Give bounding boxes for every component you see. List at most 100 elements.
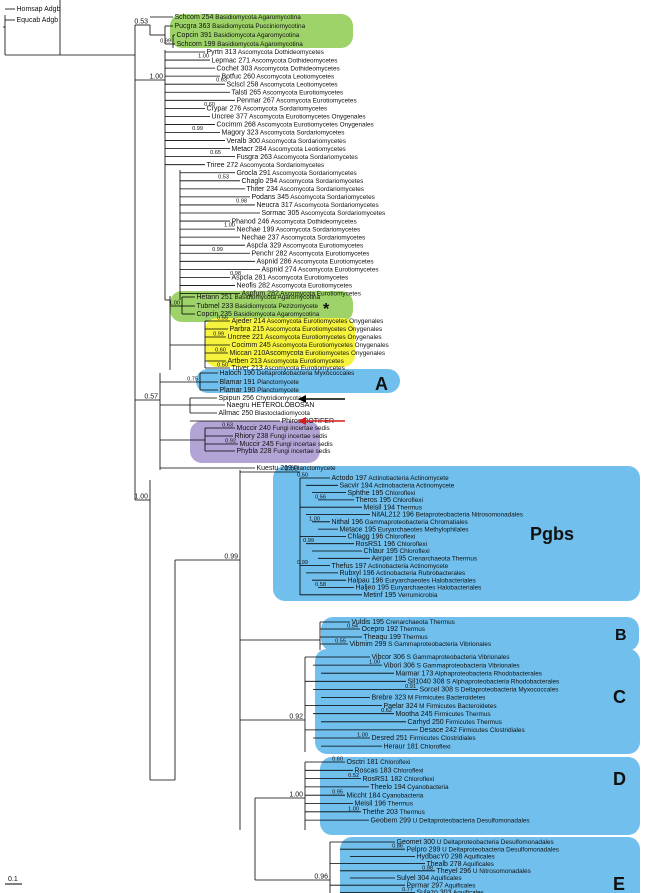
clade-box-basidiomycota-2 <box>170 291 353 322</box>
leaf-label: Pyrtri 313 Ascomycota Dothideomycetes <box>207 49 324 56</box>
leaf-label: Artben 213 Ascomycota Eurotiomycetes <box>228 358 344 365</box>
leaf-label: Spipun 256 Chytridiomycota <box>219 395 302 402</box>
leaf-label: Theros 195 Chloroflexi <box>356 497 423 504</box>
leaf-label: Aspnid 274 Ascomycota Eurotiomycetes <box>262 267 379 274</box>
leaf-label: Aspcla 281 Ascomycota Eurotiomycetes <box>232 275 349 282</box>
support-value: 0.60 <box>215 348 226 354</box>
clade-box-basidiomycota-1 <box>170 14 353 48</box>
leaf-label: Muccir 245 Fungi incertae sedis <box>240 441 333 448</box>
leaf-label: Heraur 181 Chloroflexi <box>384 743 451 750</box>
leaf-label: Sulyel 304 Aquificales <box>397 875 462 882</box>
clade-label-Pgbs: Pgbs <box>530 524 574 544</box>
clade-label-A: A <box>375 374 388 394</box>
leaf-label: Roscas 183 Chloroflexi <box>355 768 424 775</box>
support-value: 1.00 <box>149 74 163 81</box>
leaf-label: Nechae 199 Ascomycota Sordariomycetes <box>237 226 361 233</box>
leaf-label: Sulazo 303 Aquificales <box>417 890 484 893</box>
leaf-label: Schcom 254 Basidiomycota Agaromycotina <box>175 14 302 21</box>
leaf-label: Theyel 296 U Nitrosomonadales <box>437 868 531 875</box>
clade-box-fungi-incertae <box>190 421 320 463</box>
support-value: 1.00 <box>357 733 368 739</box>
leaf-label: Uncree 221 Ascomycota Eurotiomycetes Ony… <box>228 334 382 341</box>
leaf-label: Crypar 276 Ascomycota Sordariomycetes <box>207 106 328 113</box>
leaf-label: Sphthe 195 Chloroflexi <box>348 490 416 497</box>
leaf-label: Cochet 303 Ascomycota Dothideomycetes <box>217 65 340 72</box>
clade-label-D: D <box>613 769 626 789</box>
support-value: 0.62 <box>381 708 392 714</box>
leaf-label: Desred 251 Firmicutes Clostridiales <box>372 735 476 742</box>
support-value: 0.58 <box>315 582 326 588</box>
support-value: 0.52 <box>348 773 359 779</box>
support-value: 0.56 <box>315 494 326 500</box>
clade-box-onygenales <box>205 318 355 367</box>
leaf-label: Vibcor 306 S Gammaproteobacteria Vibrion… <box>372 654 510 661</box>
leaf-label: Actodo 197 Actinobacteria Actinomycete <box>332 475 450 482</box>
clade-box-Pgbs <box>273 466 640 601</box>
leaf-label: Naegru HETEROLOBOSAN <box>227 402 315 409</box>
leaf-label: Equcab Adgb <box>17 17 59 24</box>
leaf-label: Homsap Adgb <box>17 6 61 13</box>
leaf-label: Rubxyl 196 Actinobacteria Rubrobacterale… <box>340 570 466 577</box>
support-value: 0.65 <box>210 150 221 156</box>
support-value: 0.57 <box>144 394 158 401</box>
support-value: 0.99 <box>212 247 223 253</box>
leaf-label: Ajeder 214 Ascomycota Eurotiomycetes Ony… <box>232 318 384 325</box>
leaf-label: Triree 272 Ascomycota Sordariomycetes <box>207 162 325 169</box>
leaf-label: Hetann 251 Basidiomycota Agaromycotina <box>197 294 321 301</box>
leaf-label: Pelpro 299 U Deltaproteobacteria Desulfo… <box>407 846 560 853</box>
leaf-label: Copcin 391 Basidiomycota Agaromycotina <box>177 32 300 39</box>
arrow-icon-red <box>298 417 345 425</box>
leaf-label: Aerper 195 Crenarchaeota Thermus <box>372 556 478 563</box>
leaf-label: Nithal 196 Gammaproteobacteria Chromatia… <box>332 519 468 526</box>
leaf-label: Sacvir 194 Actinobacteria Actinomycete <box>340 483 455 490</box>
support-value: 0.99 <box>224 554 238 561</box>
leaf-label: Phanod 246 Ascomycota Dothideomycetes <box>232 218 357 225</box>
support-value: 0.54 <box>347 624 358 630</box>
support-value: 1.00 <box>224 223 235 229</box>
leaf-label: Miccht 184 Cyanobacteria <box>347 792 424 799</box>
clade-box-A <box>196 369 400 393</box>
leaf-label: Tubmel 233 Basidiomycota Pezizomycete <box>197 303 319 310</box>
scale-label: 0.1 <box>8 876 18 883</box>
clade-box-D <box>320 757 640 835</box>
leaf-label: Ocepro 192 Thermus <box>362 626 425 633</box>
leaf-label: Cocimm 245 Ascomycota Eurotiomycetes Ony… <box>232 342 389 349</box>
leaf-label: Brebre 323 M Firmicutes Bacteroidetes <box>372 695 486 702</box>
support-value: 0.98 <box>230 271 241 277</box>
leaf-label: Desace 242 Firmicutes Clostridiales <box>420 727 525 734</box>
support-value: 0.99 <box>192 126 203 132</box>
leaf-label: Aspfum 282 Ascomycota Eurotiomycetes <box>242 291 361 298</box>
leaf-label: Carhyd 250 Firmicutes Thermus <box>408 719 502 726</box>
leaf-label: Grocla 291 Ascomycota Sordariomycetes <box>237 170 357 177</box>
leaf-label: Metace 195 Euryarchaeotes Methylophilale… <box>340 526 469 533</box>
leaf-label: Theelo 194 Cyanobacteria <box>371 784 449 791</box>
leaf-label: Aspcla 329 Ascomycota Eurotiomycetes <box>247 242 364 249</box>
leaf-label: Parbra 215 Ascomycota Eurotiomycetes Ony… <box>230 326 383 333</box>
leaf-label: Vibori 306 S Gammaproteobacteria Vibrion… <box>384 662 520 669</box>
leaf-label: Chlagg 196 Chloroflexi <box>348 534 416 541</box>
leaf-label: Paelar 324 M Firmicutes Bacteroidetes <box>384 703 497 710</box>
leaf-label: Magory 323 Ascomycota Sordariomycetes <box>222 130 345 137</box>
leaf-label: Lepmac 271 Ascomycota Dothideomycetes <box>212 57 338 64</box>
support-value: 1.00 <box>134 494 148 501</box>
leaf-label: Schcom 199 Basidiomycota Agaromycotina <box>177 41 304 48</box>
leaf-label: Cocimm 268 Ascomycota Eurotiomycetes Ony… <box>217 122 374 129</box>
leaf-label: Sorcel 308 S Deltaproteobacteria Myxococ… <box>420 687 559 694</box>
support-value: 0.99 <box>303 538 314 544</box>
leaf-label: HydbacY0 298 Aquificales <box>417 854 495 861</box>
leaf-label: Fusgra 263 Ascomycota Sordariomycetes <box>237 154 358 161</box>
support-value: 0.50 <box>297 473 308 479</box>
leaf-label: Marmar 173 Alphaproteobacteria Rhodobact… <box>396 670 542 677</box>
clade-label-B: B <box>615 627 627 644</box>
leaf-label: Sclscl 258 Ascomycota Leotiomycetes <box>227 81 338 88</box>
support-value: 0.92 <box>225 439 236 445</box>
support-value: 0.99 <box>297 560 308 566</box>
leaf-label: Thealb 278 Aquificales <box>427 861 494 868</box>
leaf-label: Phiros ROTIFER <box>282 418 335 425</box>
support-value: 1.00 <box>309 516 320 522</box>
support-value: 0.53 <box>134 19 148 26</box>
leaf-label: RosRS1 196 Chloroflexi <box>356 541 428 548</box>
leaf-label: Haloch 190 Deltaproteobacteria Myxococca… <box>220 370 355 377</box>
leaf-label: Pucgra 363 Basidiomycota Pucciniomycotin… <box>175 23 306 30</box>
